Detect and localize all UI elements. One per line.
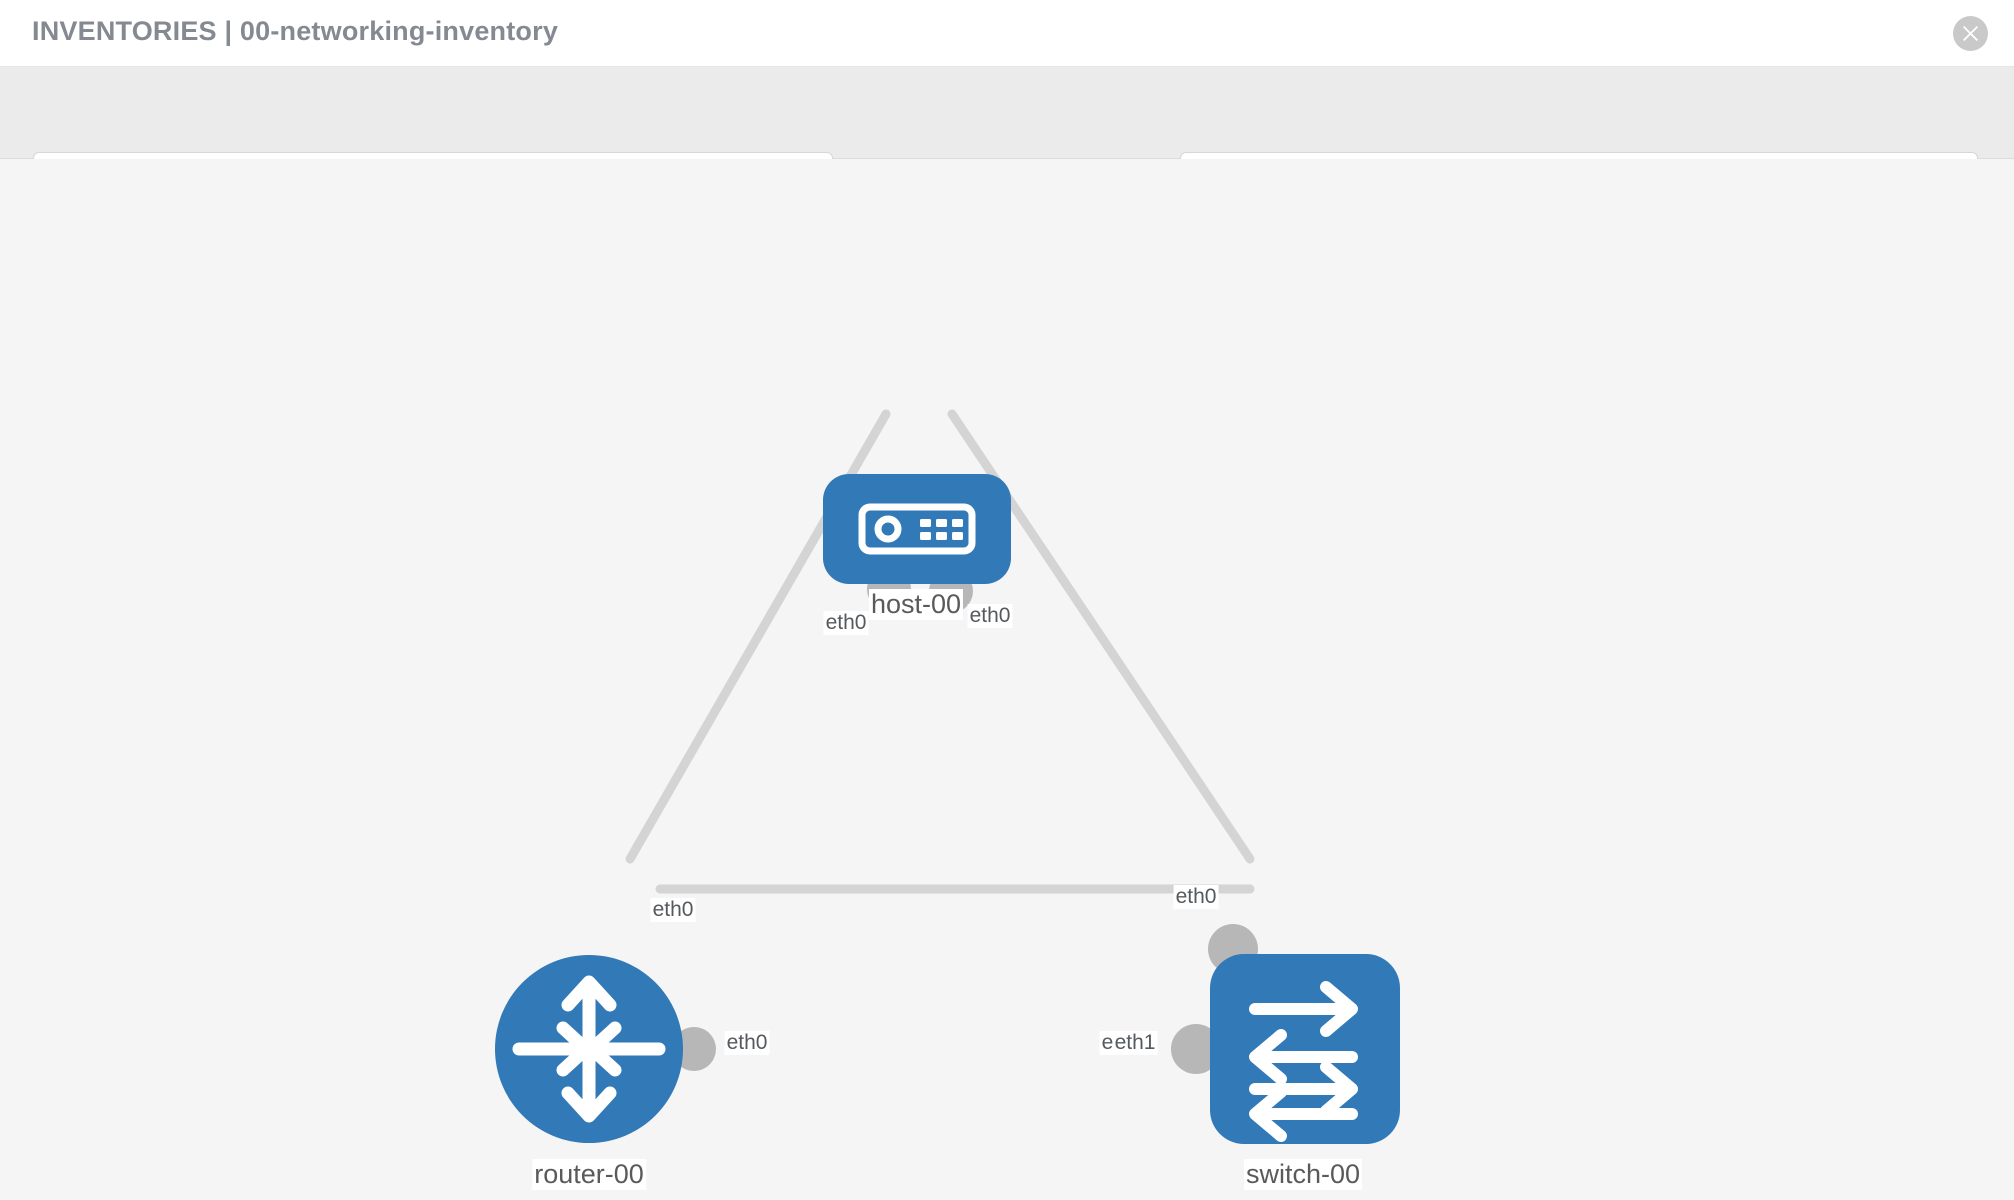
connector-router-right (672, 1027, 716, 1071)
node-switch-00[interactable] (1210, 954, 1400, 1144)
topology-graph (495, 409, 1400, 1144)
page-header: INVENTORIES | 00-networking-inventory (0, 0, 2014, 67)
node-host-00[interactable] (823, 474, 1011, 584)
topology-canvas[interactable]: host-00 router-00 switch-00 eth0 eth0 et… (0, 159, 2014, 1200)
iface-label-host-right: eth0 (967, 604, 1013, 628)
node-label-router: router-00 (532, 1159, 646, 1190)
close-icon[interactable] (1953, 16, 1988, 51)
toolbar: ACTIONS SEARCH (0, 67, 2014, 208)
link-connectors (672, 567, 1258, 1074)
page-title: INVENTORIES | 00-networking-inventory (32, 16, 559, 46)
iface-label-router-up: eth0 (650, 898, 696, 922)
node-label-host: host-00 (868, 589, 964, 620)
iface-label-router-right: eth0 (724, 1031, 770, 1055)
iface-label-switch-up: eth0 (1173, 885, 1219, 909)
node-label-switch: switch-00 (1243, 1159, 1363, 1190)
iface-label-host-left: eth0 (823, 611, 869, 635)
connector-switch-left (1171, 1024, 1221, 1074)
node-router-00[interactable] (495, 955, 683, 1143)
iface-label-switch-left-over: eth1 (1112, 1031, 1158, 1055)
